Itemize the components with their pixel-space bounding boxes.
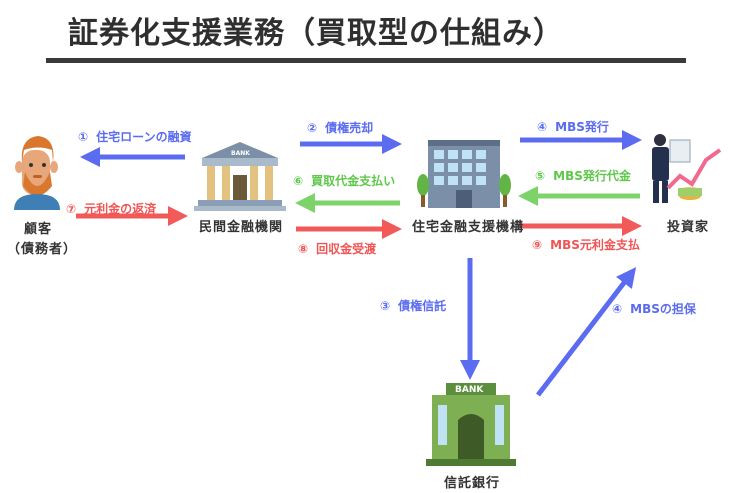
flow-text: MBSの担保	[630, 302, 696, 316]
flow-text: MBS発行代金	[553, 169, 631, 183]
flow-number: ④	[537, 120, 548, 134]
flow-text: 買取代金支払い	[311, 174, 396, 188]
jhf-building-icon	[417, 140, 511, 208]
flow-number: ③	[380, 299, 391, 313]
flow-label-collection: ⑧ 回収金受渡	[298, 240, 376, 257]
trust-bank-building-icon	[426, 383, 516, 466]
flow-number: ②	[307, 121, 318, 135]
node-label-private-bank: 民間金融機関	[198, 220, 283, 235]
flow-label-mbs-payment: ⑨ MBS元利金支払	[532, 236, 640, 253]
flow-label-mbs-proceeds: ⑤ MBS発行代金	[535, 167, 631, 184]
flow-number: ⑧	[298, 242, 309, 256]
diagram-title: 証券化支援業務（買取型の仕組み）	[68, 16, 564, 51]
flow-label-repayment: ⑦ 元利金の返済	[66, 200, 156, 217]
flow-text: 回収金受渡	[316, 242, 377, 256]
flow-label-trust: ③ 債権信託	[380, 297, 446, 314]
flow-number: ⑥	[293, 174, 304, 188]
private-bank-building-icon	[194, 142, 286, 211]
private-bank-sign: BANK	[231, 150, 250, 157]
flow-number: ⑦	[66, 202, 77, 216]
flow-text: 住宅ローンの融資	[96, 130, 192, 144]
node-label-customer: 顧客	[23, 222, 52, 237]
flow-text: 債権売却	[325, 121, 374, 135]
flow-number: ⑤	[535, 169, 546, 183]
flow-label-collateral: ④ MBSの担保	[612, 300, 696, 317]
node-label-customer-sub: （債務者）	[6, 242, 77, 257]
flow-number: ①	[78, 130, 89, 144]
investor-icon	[652, 134, 722, 203]
flow-text: MBS元利金支払	[550, 238, 640, 252]
flow-label-sale: ② 債権売却	[307, 119, 373, 136]
title-underline	[46, 58, 686, 63]
trust-bank-sign: BANK	[455, 385, 484, 395]
flow-text: MBS発行	[555, 120, 609, 134]
node-label-jhf: 住宅金融支援機構	[411, 220, 524, 235]
flow-text: 元利金の返済	[84, 202, 157, 216]
flow-number: ⑨	[532, 238, 543, 252]
flow-number: ④	[612, 302, 623, 316]
customer-avatar-icon	[14, 136, 60, 210]
flow-label-mbs-issue: ④ MBS発行	[537, 118, 609, 135]
flow-text: 債権信託	[398, 299, 447, 313]
flow-label-loan: ① 住宅ローンの融資	[78, 128, 192, 145]
node-label-trust-bank: 信託銀行	[443, 476, 500, 491]
node-label-investor: 投資家	[666, 220, 709, 235]
flow-label-purchase-price: ⑥ 買取代金支払い	[293, 172, 395, 189]
arrow-collateral	[536, 267, 637, 397]
